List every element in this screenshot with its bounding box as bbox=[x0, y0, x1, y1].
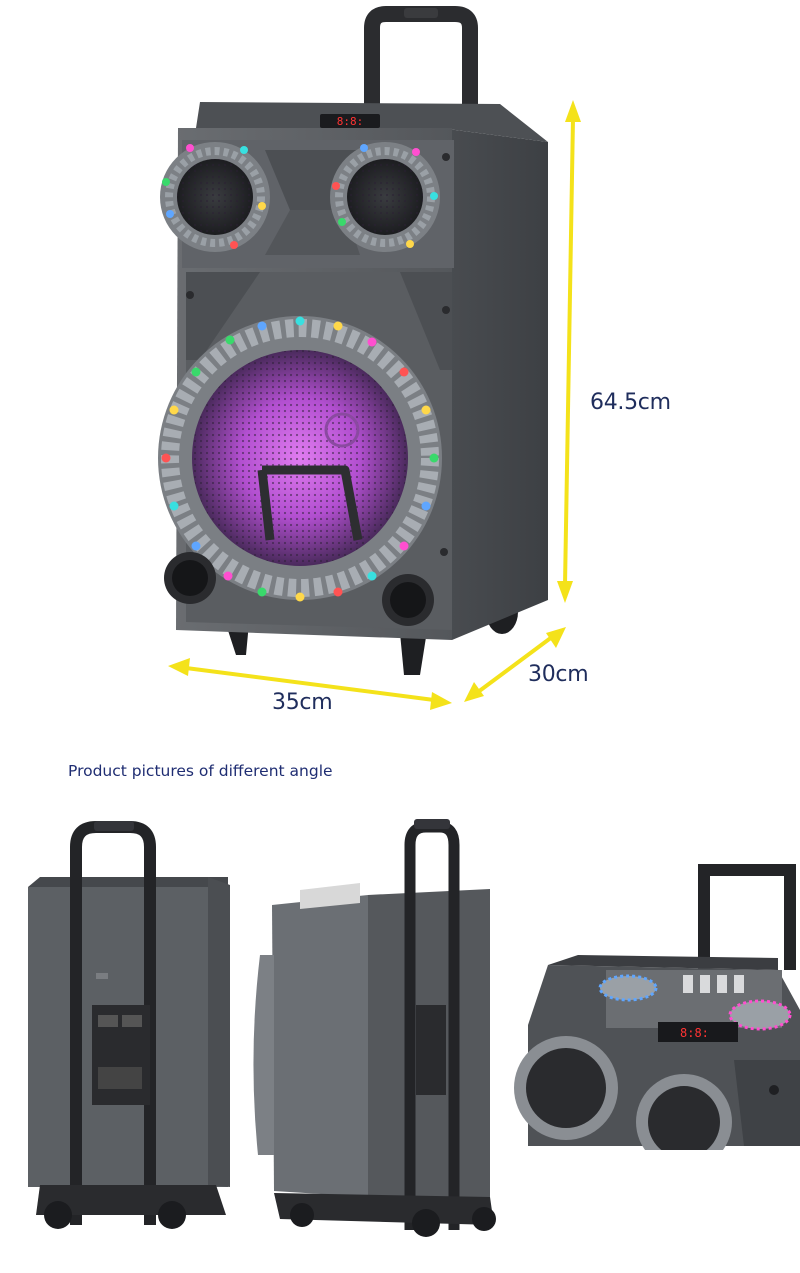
dimension-arrow-icon bbox=[168, 100, 581, 710]
trolley-handle-icon bbox=[698, 864, 796, 970]
trolley-handle-icon bbox=[404, 819, 460, 1230]
speaker-front-photo: 8:8: bbox=[158, 6, 581, 710]
speaker-back-photo bbox=[28, 821, 230, 1229]
trolley-handle-icon bbox=[364, 6, 478, 118]
height-dimension-label: 64.5cm bbox=[590, 390, 671, 415]
tweeter-icon bbox=[330, 142, 440, 252]
wheel-icon bbox=[44, 1201, 186, 1229]
led-ring-icon bbox=[161, 316, 439, 602]
display-readout: 8:8: bbox=[337, 115, 364, 128]
speaker-top-panel-photo: 8:8: bbox=[508, 850, 800, 1150]
led-ring-icon bbox=[598, 974, 792, 1031]
wheel-icon bbox=[290, 1203, 496, 1237]
tweeter-icon bbox=[514, 1036, 732, 1150]
led-ring-icon bbox=[162, 144, 438, 249]
tweeter-icon bbox=[160, 142, 270, 252]
section-caption: Product pictures of different angle bbox=[68, 762, 333, 780]
trolley-handle-icon bbox=[70, 821, 156, 1225]
top-display-readout: 8:8: bbox=[680, 1026, 709, 1040]
width-dimension-label: 35cm bbox=[272, 690, 333, 715]
depth-dimension-label: 30cm bbox=[528, 662, 589, 687]
speaker-side-photo bbox=[253, 819, 496, 1237]
